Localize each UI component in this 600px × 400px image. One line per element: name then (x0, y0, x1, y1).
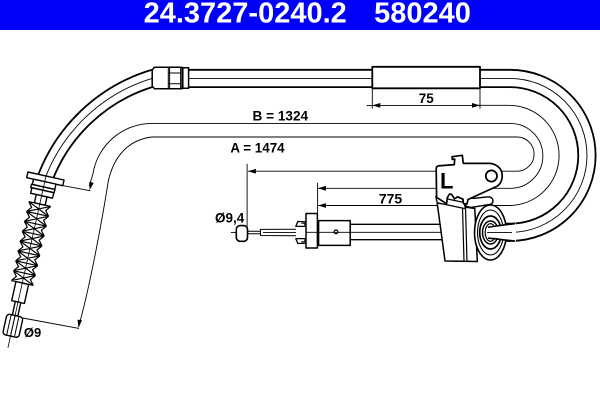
svg-text:Ø9,4: Ø9,4 (215, 211, 245, 226)
svg-text:75: 75 (419, 91, 435, 106)
svg-text:580240: 580240 (374, 0, 471, 30)
svg-text:24.3727-0240.2: 24.3727-0240.2 (144, 0, 347, 30)
svg-text:Ø9: Ø9 (24, 325, 41, 340)
svg-text:A = 1474: A = 1474 (230, 141, 285, 156)
svg-text:B = 1324: B = 1324 (253, 108, 309, 123)
svg-text:775: 775 (379, 191, 403, 207)
svg-text:L: L (440, 169, 453, 194)
